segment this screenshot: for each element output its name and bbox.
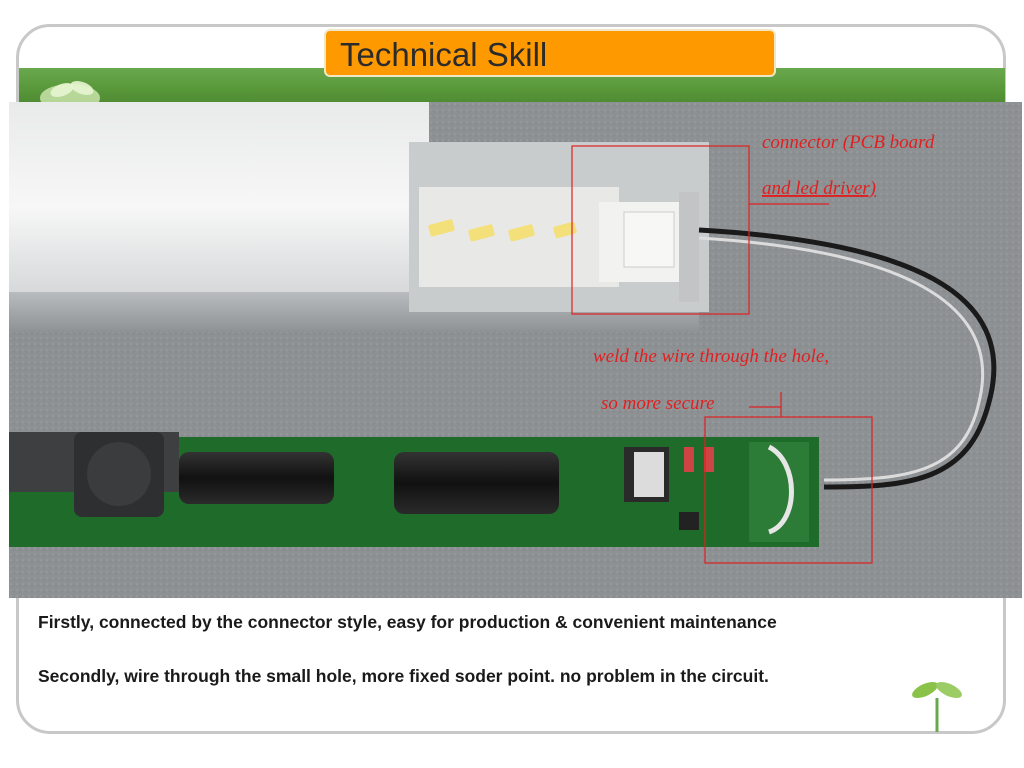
annotation-connector-line2: and led driver) — [762, 178, 876, 199]
annotation-connector-line1: connector (PCB board — [762, 132, 935, 153]
annotation-weld-line2: so more secure — [601, 393, 715, 414]
caption-second: Secondly, wire through the small hole, m… — [38, 666, 769, 686]
annotation-weld-line1: weld the wire through the hole, — [593, 346, 829, 367]
caption-first: Firstly, connected by the connector styl… — [38, 612, 777, 632]
product-photo: connector (PCB board and led driver) wel… — [9, 102, 1022, 598]
leaf-decoration — [22, 68, 122, 104]
slide-title: Technical Skill — [340, 36, 548, 73]
title-box: Technical Skill — [324, 29, 776, 77]
sprout-icon — [912, 681, 962, 732]
